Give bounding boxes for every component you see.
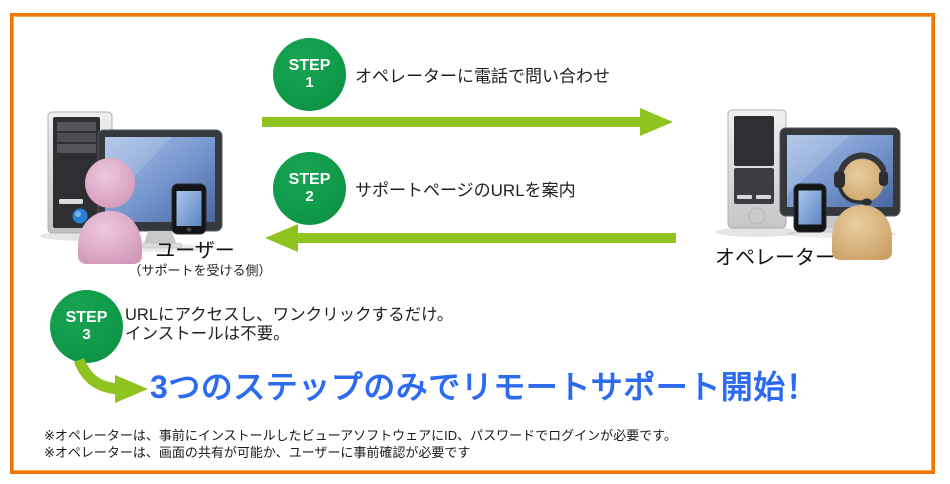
- curved-arrow-head: [115, 375, 148, 403]
- step3-description-line1: URLにアクセスし、ワンクリックするだけ。: [125, 306, 454, 324]
- step3-badge: STEP 3: [50, 290, 123, 363]
- footnote-line-2: ※オペレーターは、画面の共有が可能か、ユーザーに事前確認が必要です: [44, 445, 471, 460]
- step2-arrow-shape: [265, 224, 676, 252]
- footnote-line-1: ※オペレーターは、事前にインストールしたビューアソフトウェアにID、パスワードで…: [44, 428, 677, 443]
- operator-computer-illustration: [716, 109, 901, 260]
- step3-description-line2: インストールは不要。: [125, 325, 290, 343]
- step3-description: URLにアクセスし、ワンクリックするだけ。 インストールは不要。: [125, 306, 453, 344]
- step2-description: サポートページのURLを案内: [355, 181, 576, 200]
- headline: 3つのステップのみでリモートサポート開始！: [150, 369, 819, 405]
- step1-badge: STEP 1: [273, 38, 346, 111]
- curved-arrow-icon: [73, 357, 148, 403]
- step1-arrow-shape: [262, 108, 673, 136]
- orange-frame-border: [10, 13, 935, 474]
- step3-badge-word: STEP: [65, 309, 108, 327]
- step2-badge-number: 2: [305, 188, 314, 206]
- curved-arrow-tail: [73, 357, 119, 395]
- step1-description: オペレーターに電話で問い合わせ: [355, 67, 610, 86]
- step3-badge-number: 3: [82, 326, 91, 344]
- user-computer-illustration: [40, 111, 223, 264]
- step1-badge-number: 1: [305, 74, 314, 92]
- user-label: ユーザー: [155, 240, 235, 262]
- step2-badge: STEP 2: [273, 152, 346, 225]
- headset-icon: [838, 152, 886, 174]
- footnotes: ※オペレーターは、事前にインストールしたビューアソフトウェアにID、パスワードで…: [44, 427, 677, 461]
- user-sublabel: （サポートを受ける側）: [128, 263, 272, 278]
- step2-arrow-left-icon: [265, 224, 676, 252]
- operator-label: オペレーター: [715, 247, 835, 269]
- step2-badge-word: STEP: [288, 171, 331, 189]
- operator-person-icon: [840, 159, 884, 203]
- step1-arrow-right-icon: [262, 108, 673, 136]
- step1-badge-word: STEP: [288, 57, 331, 75]
- user-person-icon: [85, 158, 135, 208]
